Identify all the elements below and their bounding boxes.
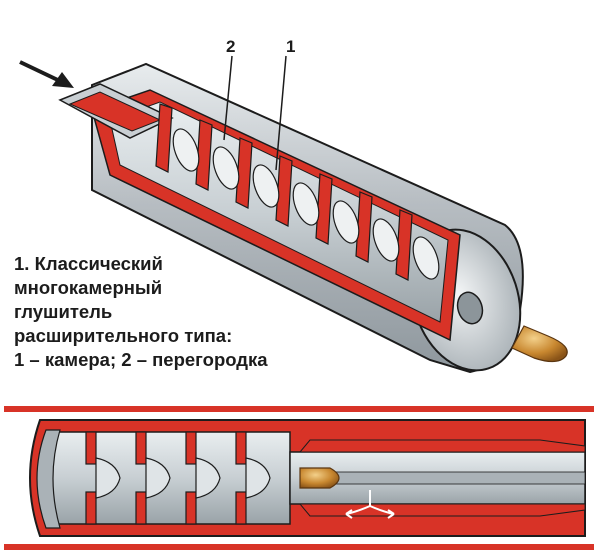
- silencer-isometric-view: 2 1: [19, 37, 568, 374]
- caption-line: расширительного типа:: [14, 325, 233, 346]
- baffles-section: [85, 431, 247, 525]
- label-leaders: [223, 55, 287, 171]
- section-barrel-wall-bottom: [298, 503, 586, 517]
- baffle: [85, 431, 97, 465]
- section-barrel-wall-top: [298, 439, 586, 453]
- baffle-cone: [292, 182, 320, 226]
- baffle-cone: [212, 146, 240, 190]
- caption-line: 1 – камера; 2 – перегородка: [14, 349, 268, 370]
- baffle: [235, 431, 247, 465]
- baffle: [135, 491, 147, 525]
- section-end-cap: [36, 429, 61, 529]
- baffle-cones-isometric: [172, 128, 440, 280]
- gas-flow-arrow: [19, 60, 74, 88]
- baffle-cone: [372, 218, 400, 262]
- baffle-cone: [172, 128, 200, 172]
- baffle-cones-section: [95, 457, 271, 499]
- exit-bore: [456, 291, 484, 325]
- baffle: [85, 491, 97, 525]
- figure-caption: 1. Классический многокамерный глушитель …: [14, 252, 334, 372]
- baffle-cone: [95, 457, 121, 499]
- label-chamber: 1: [286, 37, 295, 56]
- baffles-isometric: [155, 103, 413, 281]
- caption-line: глушитель: [14, 301, 113, 322]
- baffle: [185, 431, 197, 465]
- leader-partition: [223, 55, 233, 141]
- baffle-cone: [412, 236, 440, 280]
- frame-top: [4, 406, 594, 412]
- baffle-cone: [252, 164, 280, 208]
- section-barrel-core: [309, 471, 586, 485]
- baffle: [135, 431, 147, 465]
- silencer-cross-section: [4, 406, 594, 550]
- bullet-exiting: [511, 325, 568, 363]
- baffle-cone: [245, 457, 271, 499]
- label-partition: 2: [226, 37, 235, 56]
- baffle: [155, 103, 173, 173]
- baffle: [235, 491, 247, 525]
- leader-chamber: [275, 55, 287, 171]
- caption-line: многокамерный: [14, 277, 163, 298]
- baffle-cone: [195, 457, 221, 499]
- gas-deflection-arrows: [345, 490, 395, 519]
- baffle: [185, 491, 197, 525]
- bullet-section: [299, 467, 340, 489]
- baffle-cone: [332, 200, 360, 244]
- caption-line: 1. Классический: [14, 253, 163, 274]
- frame-bottom: [4, 544, 594, 550]
- baffle-cone: [145, 457, 171, 499]
